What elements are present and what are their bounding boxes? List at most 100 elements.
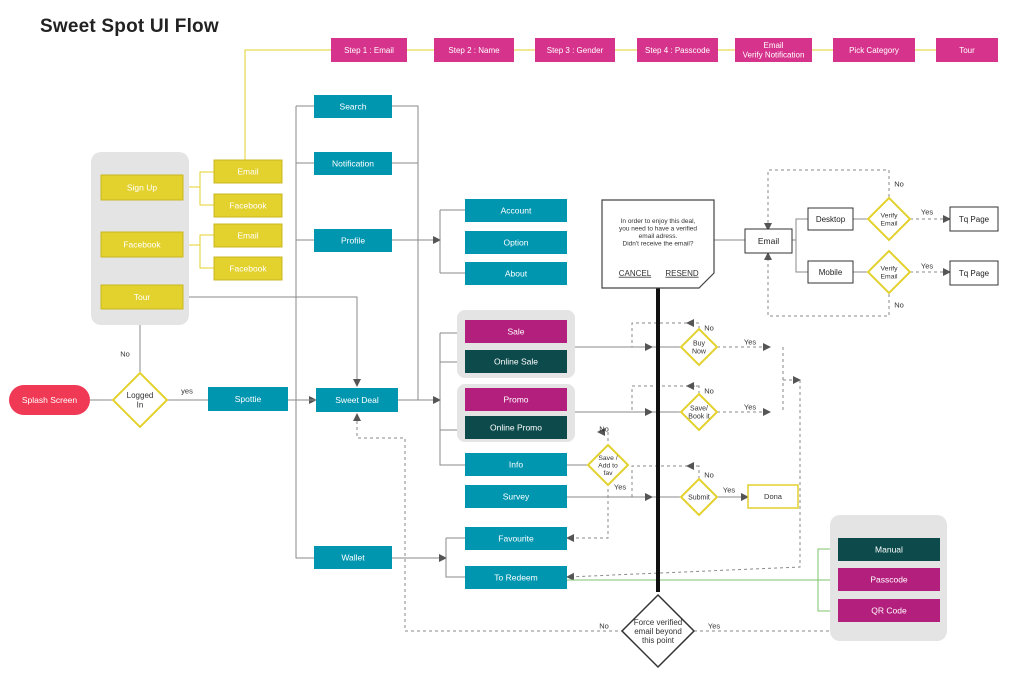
email-node-box-shape — [744, 228, 793, 254]
step-7-label: Tour — [959, 46, 975, 55]
facebook-box-shape — [100, 231, 184, 258]
sweet-deal-box-label: Sweet Deal — [335, 395, 379, 405]
connector — [445, 538, 465, 578]
save-fav-yes-label: Yes — [614, 483, 626, 492]
search-box: Search — [314, 95, 392, 118]
verify-email-popup: In order to enjoy this deal,you need to … — [601, 199, 715, 289]
connector — [183, 296, 361, 387]
signup-facebook-box-shape — [213, 193, 283, 218]
verify-mobile-no-label: No — [894, 301, 904, 310]
sign-up-box-label: Sign Up — [127, 182, 158, 192]
info-box: Info — [465, 453, 567, 476]
tq-page-desktop-label: Tq Page — [959, 215, 990, 224]
online-sale-box-shape — [465, 350, 567, 373]
signup-email-box-label: Email — [237, 166, 258, 176]
passcode-box: Passcode — [838, 568, 940, 591]
qr-code-box: QR Code — [838, 599, 940, 622]
promo-box: Promo — [465, 388, 567, 411]
account-box-label: Account — [501, 205, 532, 215]
notification-box: Notification — [314, 152, 392, 175]
qr-code-box-label: QR Code — [871, 605, 907, 615]
connector — [764, 252, 890, 317]
step-2-shape — [434, 38, 514, 62]
step-7-shape — [936, 38, 998, 62]
about-box-label: About — [505, 268, 528, 278]
desktop-box-label: Desktop — [816, 215, 846, 224]
notification-box-label: Notification — [332, 158, 374, 168]
mobile-box: Mobile — [807, 260, 854, 284]
connector — [392, 105, 419, 400]
connector — [439, 333, 465, 466]
facebook-email-box-label: Email — [237, 230, 258, 240]
tour-box-shape — [100, 284, 184, 310]
signup-facebook-box: Facebook — [213, 193, 283, 218]
notification-box-shape — [314, 152, 392, 175]
tour-box-label: Tour — [134, 292, 151, 302]
account-box-shape — [465, 199, 567, 222]
done-box: Dona — [747, 484, 799, 509]
connector — [566, 483, 609, 542]
popup-cancel-link[interactable]: CANCEL — [619, 269, 652, 278]
step-1: Step 1 : Email — [331, 38, 407, 62]
mobile-box-label: Mobile — [819, 268, 843, 277]
force-no-label: No — [599, 622, 609, 631]
option-box: Option — [465, 231, 567, 254]
connector — [792, 218, 808, 241]
step-1-shape — [331, 38, 407, 62]
promo-box-shape — [465, 388, 567, 411]
tq-page-desktop: Tq Page — [949, 206, 999, 232]
logged-in-yes-label: yes — [181, 387, 193, 396]
passcode-box-shape — [838, 568, 940, 591]
done-box-shape — [747, 484, 799, 509]
profile-box: Profile — [314, 229, 392, 252]
connector — [764, 169, 890, 231]
submit-decision-shape — [679, 477, 719, 517]
save-book-decision: Save/Book it — [679, 392, 719, 432]
facebook-email-box-shape — [213, 223, 283, 248]
tour-box: Tour — [100, 284, 184, 310]
about-box: About — [465, 262, 567, 285]
sale-box-label: Sale — [507, 326, 524, 336]
save-book-yes-label: Yes — [744, 403, 756, 412]
connector — [631, 465, 700, 497]
sign-up-box: Sign Up — [100, 174, 184, 201]
wallet-box-label: Wallet — [341, 552, 365, 562]
buy-now-decision-shape — [679, 327, 719, 367]
connector — [631, 322, 700, 347]
search-box-label: Search — [340, 101, 367, 111]
mobile-box-shape — [807, 260, 854, 284]
popup-resend-link[interactable]: RESEND — [665, 269, 699, 278]
verify-email-desktop-shape — [866, 196, 912, 242]
splash-screen: Splash Screen — [9, 385, 90, 415]
manual-box-shape — [838, 538, 940, 561]
desktop-box: Desktop — [807, 207, 854, 231]
step-1-label: Step 1 : Email — [344, 46, 394, 55]
survey-box-shape — [465, 485, 567, 508]
step-3-shape — [535, 38, 615, 62]
step-4: Step 4 : Passcode — [637, 38, 718, 62]
connector — [353, 413, 624, 632]
spottie-box-shape — [208, 387, 288, 411]
account-box: Account — [465, 199, 567, 222]
save-book-no-label: No — [704, 387, 714, 396]
save-book-decision-label: Save/Book it — [688, 405, 709, 420]
favourite-box: Favourite — [465, 527, 567, 550]
facebook-facebook-box-shape — [213, 256, 283, 281]
facebook-email-box: Email — [213, 223, 283, 248]
wallet-box: Wallet — [314, 546, 392, 569]
diagram-title: Sweet Spot UI Flow — [40, 16, 219, 37]
connector — [183, 234, 214, 246]
sign-up-box-shape — [100, 174, 184, 201]
online-sale-box-label: Online Sale — [494, 356, 538, 366]
online-sale-box: Online Sale — [465, 350, 567, 373]
spottie-box-label: Spottie — [235, 394, 262, 404]
spottie-box: Spottie — [208, 387, 288, 411]
